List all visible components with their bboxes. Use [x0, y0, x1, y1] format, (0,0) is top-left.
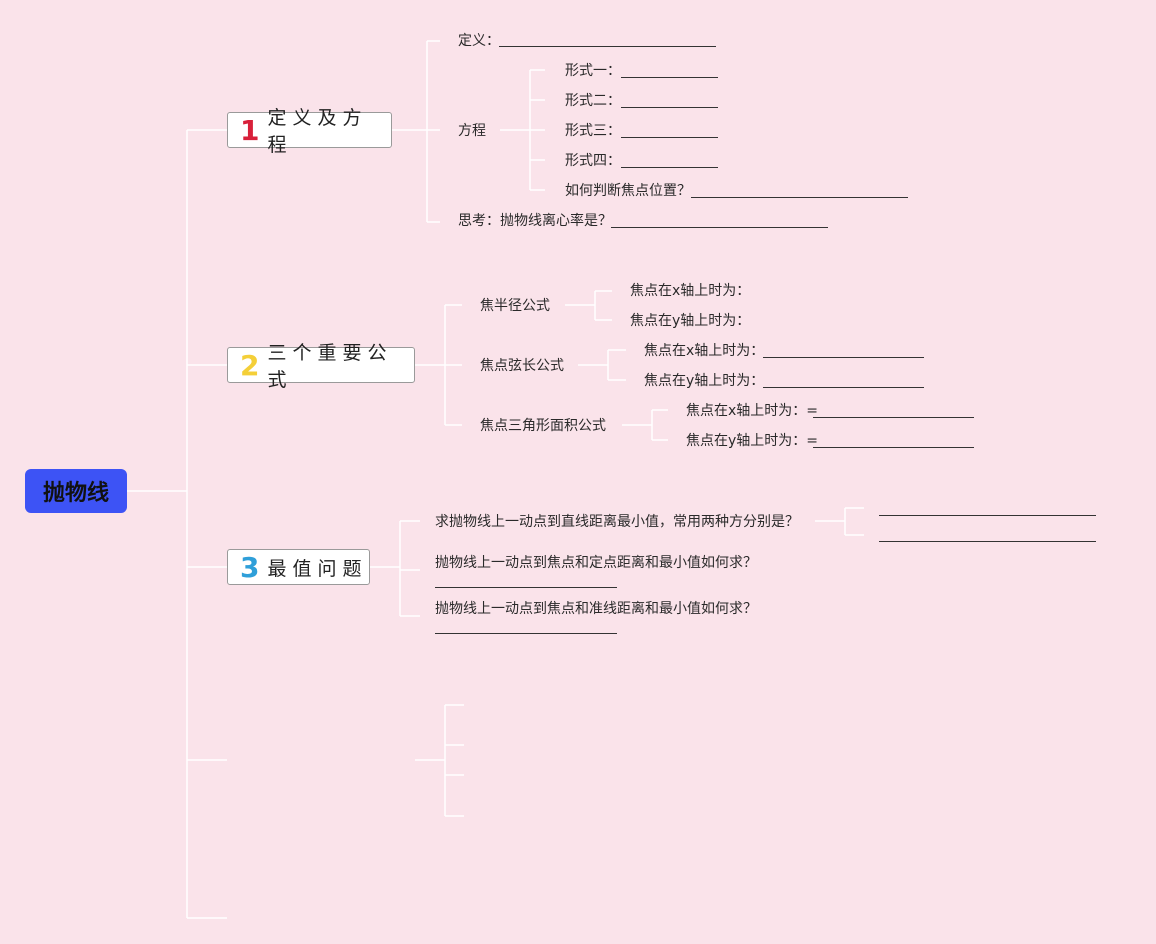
form-3-blank — [621, 137, 718, 138]
form-1-blank — [621, 77, 718, 78]
eccentricity-question: 思考：抛物线离心率是？ — [458, 213, 612, 229]
form-2-label: 形式二： — [565, 93, 621, 109]
form-4-blank — [621, 167, 718, 168]
focal-chord-x-blank — [763, 357, 924, 358]
focus-position-blank — [691, 197, 908, 198]
focal-triangle-x: 焦点在x轴上时为：= — [686, 403, 819, 419]
focal-chord-y: 焦点在y轴上时为： — [644, 373, 765, 389]
line-distance-question: 求抛物线上一动点到直线距离最小值，常用两种方分别是？ — [435, 514, 799, 530]
branch-number-1: 1 — [240, 113, 260, 147]
definition-label: 定义： — [458, 33, 500, 49]
form-1-label: 形式一： — [565, 63, 621, 79]
focal-radius-formula: 焦半径公式 — [480, 298, 550, 314]
method-1-blank — [879, 515, 1096, 516]
branch-number-3: 3 — [240, 550, 260, 584]
definition-blank — [499, 46, 716, 47]
branch-extreme-value[interactable]: 3 最值问题 — [227, 549, 370, 585]
focal-chord-y-blank — [763, 387, 924, 388]
fixed-point-question: 抛物线上一动点到焦点和定点距离和最小值如何求？ — [435, 555, 757, 571]
focus-position-question: 如何判断焦点位置？ — [565, 183, 691, 199]
form-3-label: 形式三： — [565, 123, 621, 139]
method-2-blank — [879, 541, 1096, 542]
focal-radius-x: 焦点在x轴上时为： — [630, 283, 751, 299]
branch-definition-equation[interactable]: 1 定义及方程 — [227, 107, 392, 156]
branch-title: 最值问题 — [267, 557, 368, 580]
branch-number-2: 2 — [240, 348, 260, 382]
form-4-label: 形式四： — [565, 153, 621, 169]
root-node[interactable]: 抛物线 — [25, 469, 127, 513]
eccentricity-blank — [611, 227, 828, 228]
equation-label: 方程 — [458, 123, 486, 139]
branch-title: 定义及方程 — [267, 107, 368, 156]
focal-triangle-y-blank — [813, 447, 974, 448]
fixed-point-blank — [435, 587, 617, 588]
directrix-question: 抛物线上一动点到焦点和准线距离和最小值如何求？ — [435, 601, 757, 617]
branch-title: 三个重要公式 — [267, 342, 393, 391]
focal-triangle-y: 焦点在y轴上时为：= — [686, 433, 819, 449]
root-label: 抛物线 — [42, 481, 109, 506]
focal-triangle-x-blank — [813, 417, 974, 418]
focal-triangle-area-formula: 焦点三角形面积公式 — [480, 418, 606, 434]
focal-radius-y: 焦点在y轴上时为： — [630, 313, 751, 329]
focal-chord-formula: 焦点弦长公式 — [480, 358, 564, 374]
focal-chord-x: 焦点在x轴上时为： — [644, 343, 765, 359]
form-2-blank — [621, 107, 718, 108]
branch-three-formulas[interactable]: 2 三个重要公式 — [227, 342, 415, 391]
directrix-blank — [435, 633, 617, 634]
